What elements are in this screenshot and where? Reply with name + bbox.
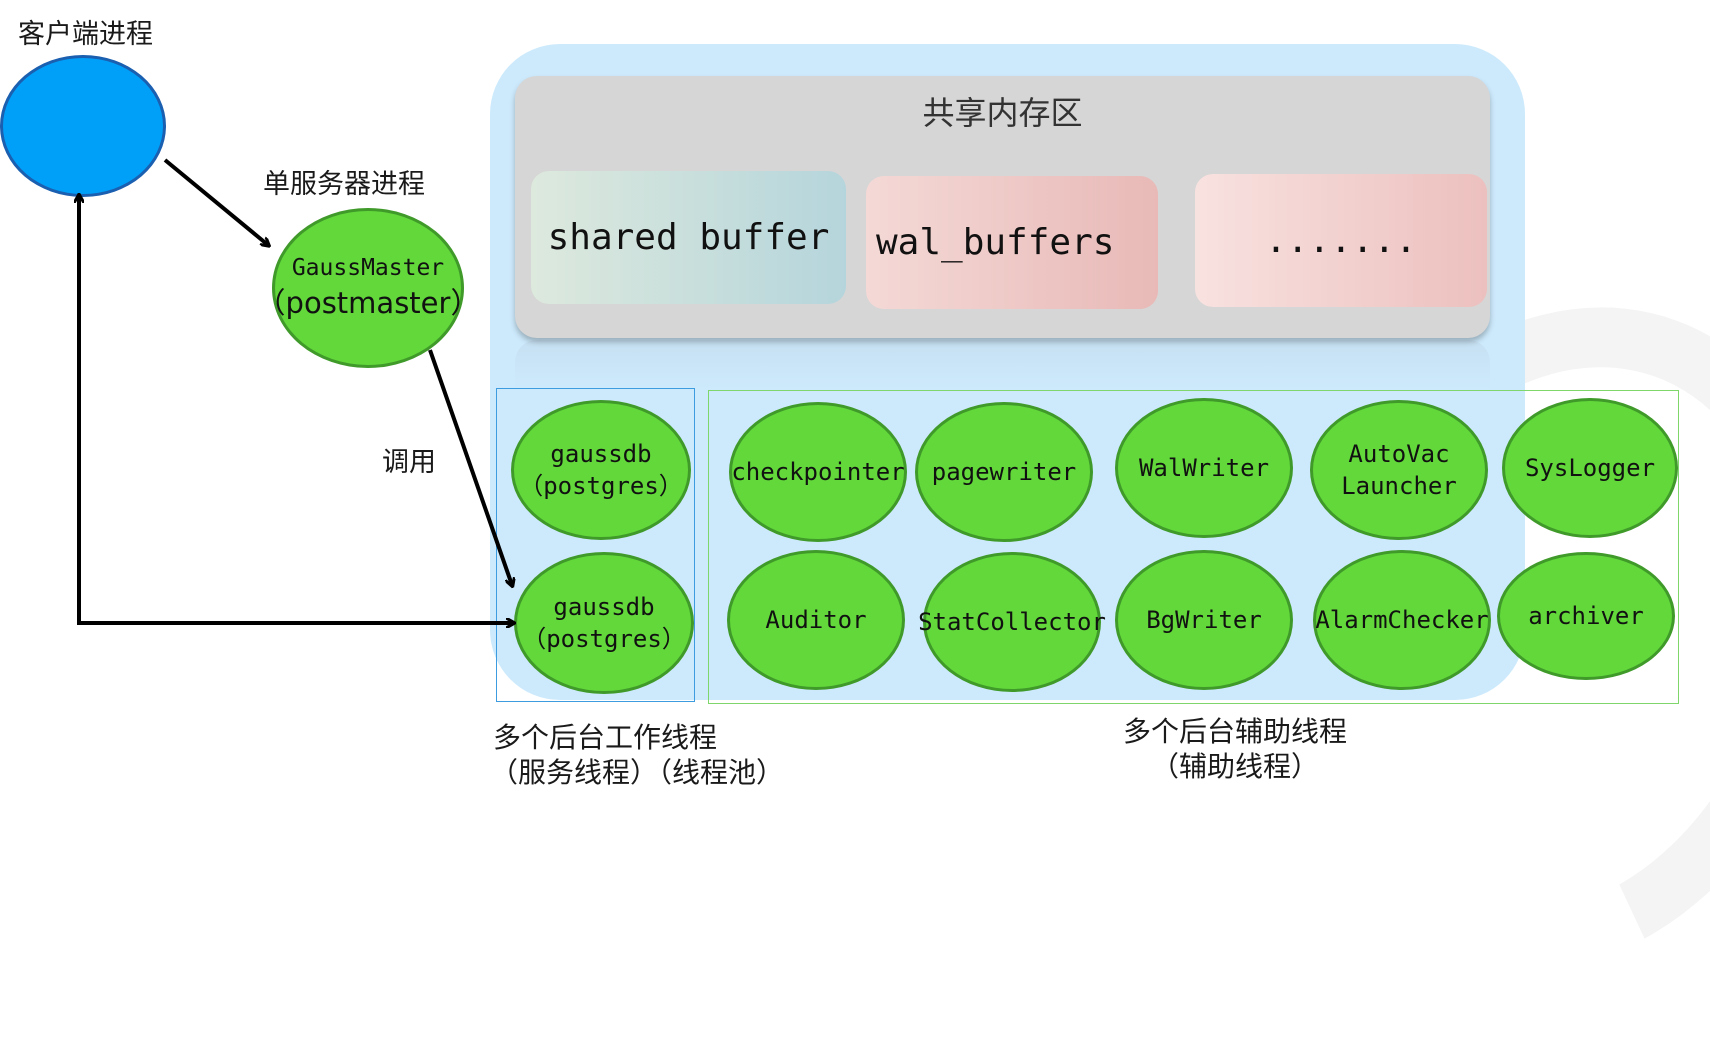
aux-thread-label: pagewriter: [931, 457, 1077, 486]
more-buffers-label: .......: [1265, 220, 1417, 261]
aux-thread-label: AutoVac: [1348, 439, 1450, 468]
worker-name: gaussdb: [553, 592, 655, 621]
postmaster-name: （postmaster）: [256, 285, 480, 320]
shared-memory-title: 共享内存区: [922, 94, 1083, 132]
aux-threads-caption: 多个后台辅助线程 （辅助线程）: [1105, 714, 1365, 784]
aux-thread-label: archiver: [1528, 601, 1644, 630]
arrows-layer: [0, 158, 1710, 812]
aux-thread-label: WalWriter: [1138, 453, 1270, 482]
aux-caption-line2: （辅助线程）: [1150, 750, 1319, 783]
aux-thread-label: StatCollector: [918, 607, 1106, 636]
invoke-label: 调用: [382, 447, 436, 478]
aux-thread-label: Auditor: [765, 605, 867, 634]
aux-thread-syslogger: SysLogger: [1502, 398, 1678, 538]
shared-buffer-label: shared buffer: [547, 217, 830, 258]
client-to-master-arrow: [163, 158, 268, 245]
aux-caption-line1: 多个后台辅助线程: [1122, 715, 1347, 748]
worker-sub: （postgres）: [522, 625, 686, 653]
aux-thread-checkpointer: checkpointer: [729, 402, 907, 542]
aux-thread-label: BgWriter: [1146, 605, 1262, 634]
shared-memory-reflection: [515, 340, 1490, 390]
aux-thread-auditor: Auditor: [727, 550, 905, 690]
aux-thread-label: SysLogger: [1524, 453, 1656, 482]
gaussmaster-name: GaussMaster: [291, 254, 445, 281]
aux-thread-archiver: archiver: [1497, 552, 1675, 680]
aux-thread-statcollector: StatCollector: [918, 552, 1106, 692]
worker-gaussdb-node: gaussdb （postgres）: [511, 400, 691, 540]
aux-thread-bgwriter: BgWriter: [1115, 550, 1293, 690]
aux-thread-label: checkpointer: [731, 457, 905, 486]
aux-thread-pagewriter: pagewriter: [915, 402, 1093, 542]
wal-buffers-box: wal_buffers: [866, 176, 1158, 309]
auxiliary-threads-frame: [708, 390, 1679, 704]
more-buffers-box: .......: [1195, 174, 1487, 307]
invoke-arrow: [428, 349, 512, 585]
worker-sub: （postgres）: [519, 472, 683, 500]
aux-thread-alarmchecker: AlarmChecker: [1313, 550, 1491, 690]
client-process-node: [0, 55, 166, 197]
worker-name: gaussdb: [550, 439, 652, 468]
aux-thread-label: AlarmChecker: [1315, 605, 1489, 634]
worker-gaussdb-node: gaussdb （postgres）: [514, 552, 694, 694]
aux-thread-label-2: Launcher: [1341, 472, 1457, 500]
gaussmaster-node: GaussMaster （postmaster）: [257, 208, 479, 368]
aux-thread-walwriter: WalWriter: [1115, 398, 1293, 538]
client-process-label: 客户端进程: [18, 19, 153, 50]
single-server-process-label: 单服务器进程: [263, 169, 425, 200]
shared-buffer-box: shared buffer: [531, 171, 846, 304]
worker-caption-line1: 多个后台工作线程: [492, 721, 717, 754]
worker-to-client-arrow: [79, 196, 512, 625]
wal-buffers-label: wal_buffers: [876, 222, 1115, 263]
